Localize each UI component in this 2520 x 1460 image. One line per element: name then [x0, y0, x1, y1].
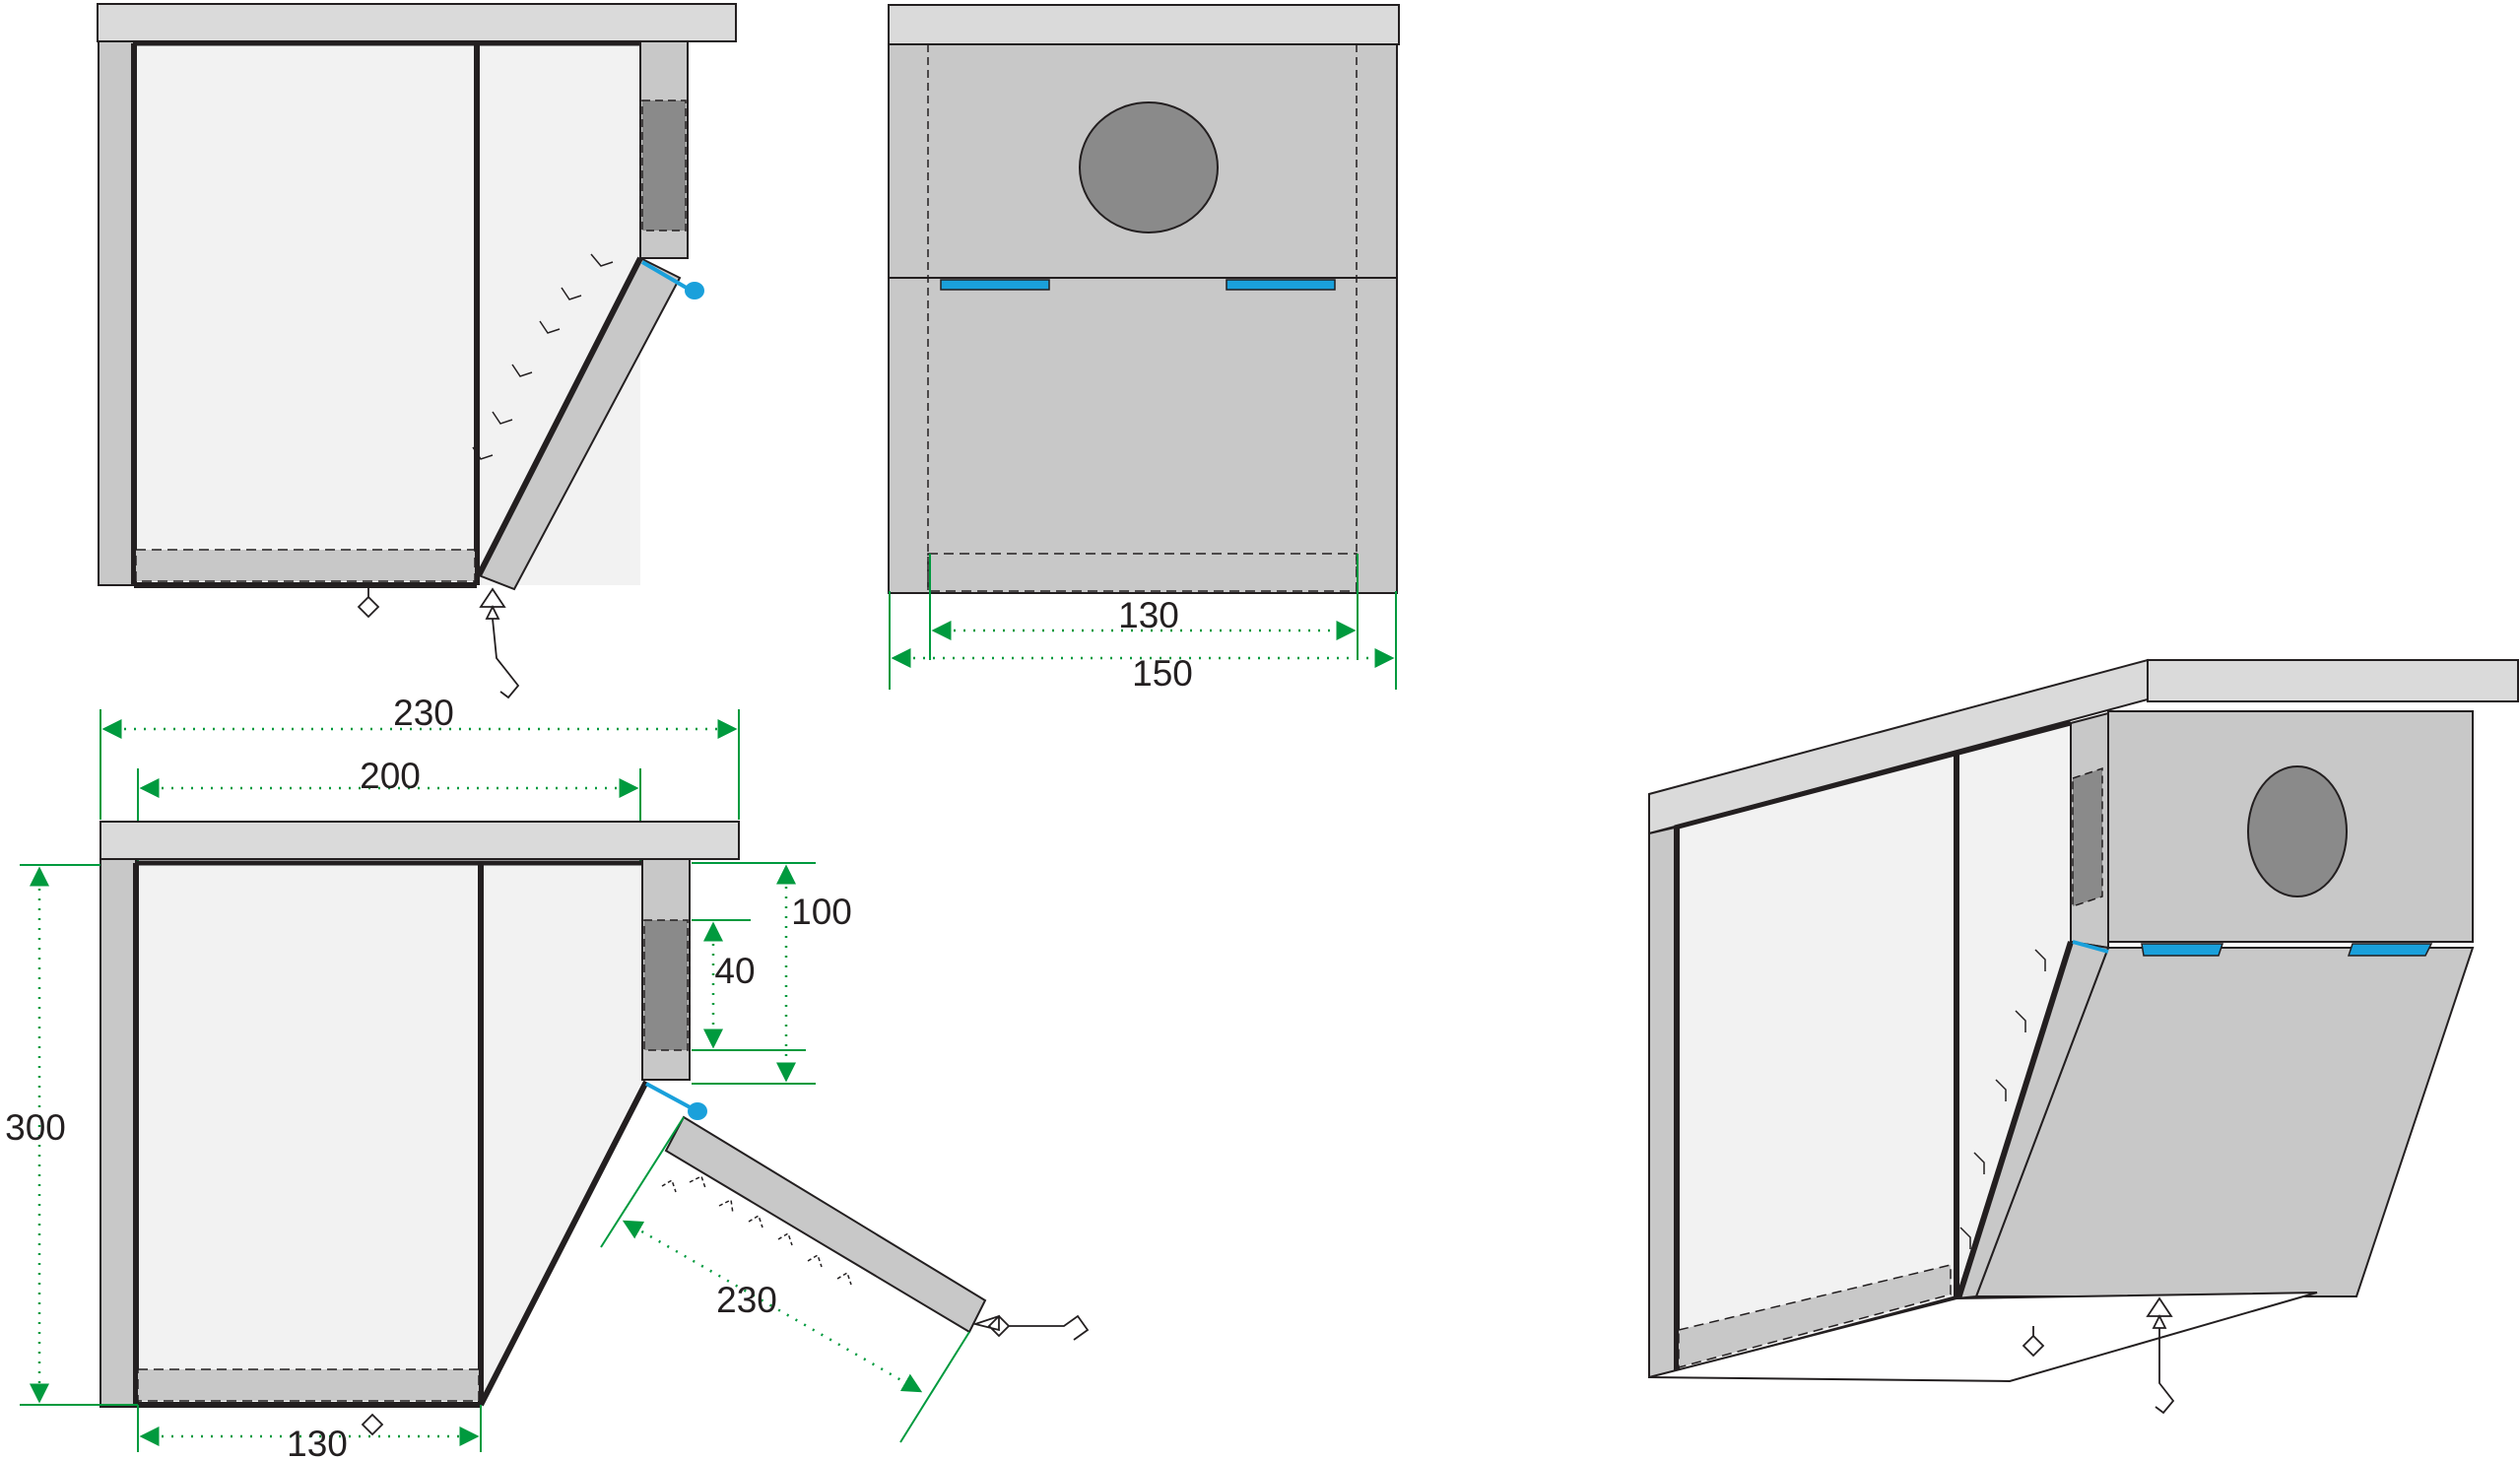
ladder-rungs — [1959, 949, 2046, 1249]
back-wall — [98, 40, 135, 586]
hinge-icon — [2141, 943, 2224, 957]
entrance-hole — [2247, 765, 2348, 897]
front-door-panel — [888, 277, 1398, 594]
roof-panel — [99, 821, 740, 860]
floor-panel — [135, 549, 476, 582]
screw-icon — [357, 587, 380, 619]
side-view-open: 230 200 300 100 — [5, 693, 1090, 1460]
dimension-label-hole-offset: 100 — [791, 892, 852, 932]
perspective-view — [1648, 658, 2519, 1415]
hook-icon — [2146, 1296, 2175, 1415]
entrance-hole — [2072, 766, 2103, 908]
dimension-label-hole-size: 40 — [714, 951, 755, 991]
back-wall — [1648, 826, 1676, 1378]
dimension-label-floor-width: 130 — [287, 1424, 348, 1460]
roof-panel — [888, 4, 1400, 45]
side-view-closed — [97, 3, 737, 699]
hook-icon — [479, 587, 520, 699]
entrance-hole — [641, 100, 687, 232]
inner-cavity — [134, 45, 477, 585]
screw-icon — [361, 1413, 384, 1436]
front-door-open — [664, 1115, 987, 1334]
hinge-icon — [2347, 943, 2433, 957]
dimension-label-door-length: 230 — [716, 1280, 777, 1320]
screw-icon — [2022, 1326, 2045, 1358]
dimension-label-height: 300 — [5, 1107, 66, 1148]
dimension-label-inner-depth: 200 — [360, 756, 421, 796]
dimension-label-outer-width: 150 — [1132, 653, 1193, 694]
dimension-label-total-depth: 230 — [393, 693, 454, 733]
entrance-hole — [643, 919, 689, 1051]
hook-icon — [971, 1314, 1090, 1341]
roof-panel — [97, 3, 737, 42]
floor-panel — [137, 1368, 480, 1402]
floor-panel — [1678, 1264, 1952, 1368]
front-cavity — [481, 865, 642, 1405]
hinge-icon — [685, 282, 704, 299]
dimension-label-inner-width: 130 — [1118, 595, 1179, 635]
hinge-icon — [688, 1102, 707, 1120]
front-view: 130 150 — [888, 4, 1400, 694]
back-wall — [99, 858, 137, 1408]
ladder-rungs — [472, 253, 614, 460]
entrance-hole — [1079, 101, 1219, 233]
hinge-icon — [940, 279, 1050, 291]
inner-cavity — [136, 865, 481, 1405]
hinge-icon — [1226, 279, 1336, 291]
